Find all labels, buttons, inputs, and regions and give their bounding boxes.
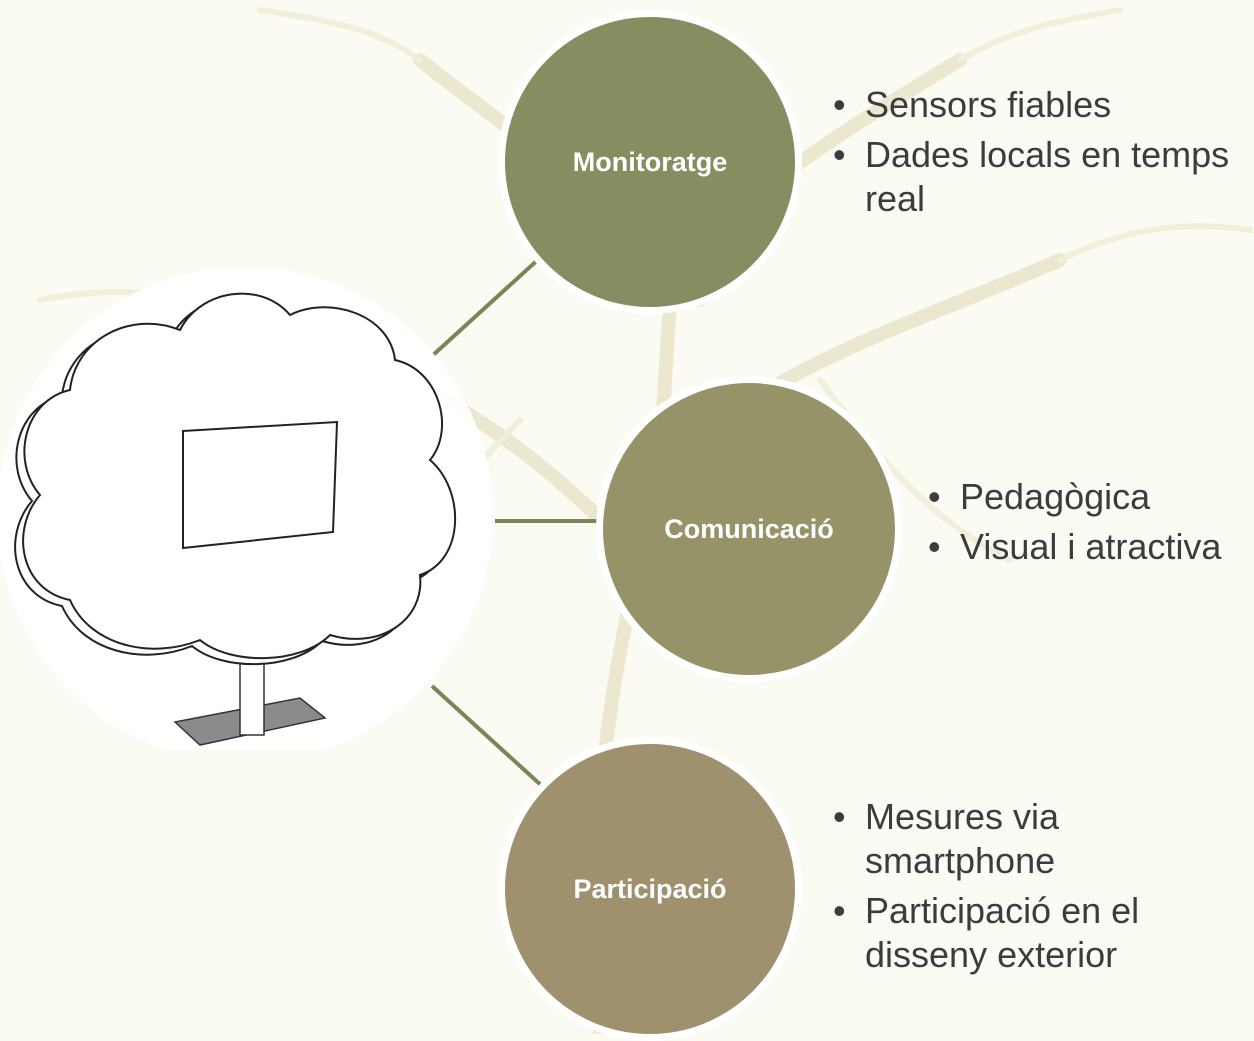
connector-participacio: [430, 684, 544, 788]
bullet-item: Pedagògica: [928, 475, 1254, 519]
monitoratge-bullets: Sensors fiables Dades locals en temps re…: [833, 83, 1253, 227]
node-comunicacio-label: Comunicació: [664, 513, 834, 544]
node-monitoratge: Monitoratge: [498, 10, 802, 314]
tree-display-illustration: [0, 270, 493, 750]
bullet-item: Sensors fiables: [833, 83, 1253, 127]
node-comunicacio: Comunicació: [596, 376, 902, 682]
node-participacio: Participació: [498, 737, 802, 1041]
participacio-bullets: Mesures via smartphone Participació en e…: [833, 795, 1163, 983]
bullet-item: Visual i atractiva: [928, 525, 1254, 569]
bullet-item: Participació en el disseny exterior: [833, 889, 1163, 977]
bullet-item: Dades locals en temps real: [833, 133, 1253, 221]
connector-monitoratge: [430, 254, 544, 358]
comunicacio-bullets: Pedagògica Visual i atractiva: [928, 475, 1254, 575]
node-monitoratge-label: Monitoratge: [572, 146, 728, 177]
bullet-item: Mesures via smartphone: [833, 795, 1163, 883]
node-participacio-label: Participació: [573, 873, 727, 904]
